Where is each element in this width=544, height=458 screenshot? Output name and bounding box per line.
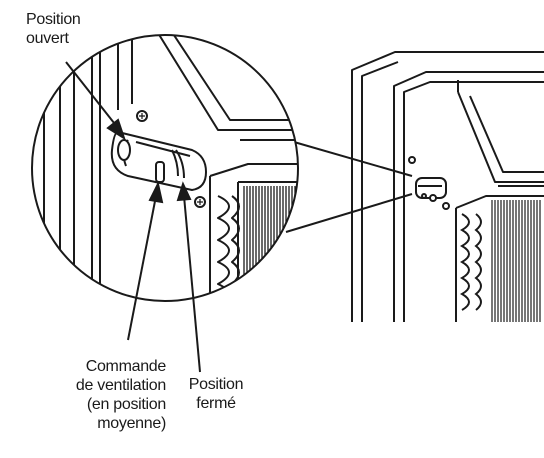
- label-open-position-line1: Position: [26, 11, 81, 28]
- right-grille: [491, 200, 541, 322]
- leader-lines: [65, 61, 201, 373]
- air-conditioner-unit: [351, 51, 544, 322]
- label-vent-control: Commande de ventilation (en position moy…: [56, 357, 166, 433]
- label-closed-position-line1: Position: [188, 376, 244, 393]
- arrow-open-position: [65, 61, 126, 141]
- zoom-connector: [285, 141, 413, 233]
- right-vent-control: [408, 156, 450, 210]
- label-closed-position-line2: fermé: [196, 395, 236, 412]
- label-open-position: Position ouvert: [26, 10, 81, 48]
- right-coil-tubes: [459, 213, 482, 311]
- arrow-closed-position: [176, 181, 201, 373]
- label-vent-control-line1: Commande: [85, 358, 167, 375]
- label-vent-control-line4: moyenne): [97, 415, 166, 432]
- arrow-vent-control: [127, 181, 164, 341]
- label-open-position-line2: ouvert: [26, 30, 69, 47]
- label-vent-control-line3: (en position: [86, 396, 166, 413]
- label-closed-position: Position fermé: [180, 375, 252, 413]
- magnified-view: [31, 34, 299, 302]
- label-vent-control-line2: de ventilation: [75, 377, 166, 394]
